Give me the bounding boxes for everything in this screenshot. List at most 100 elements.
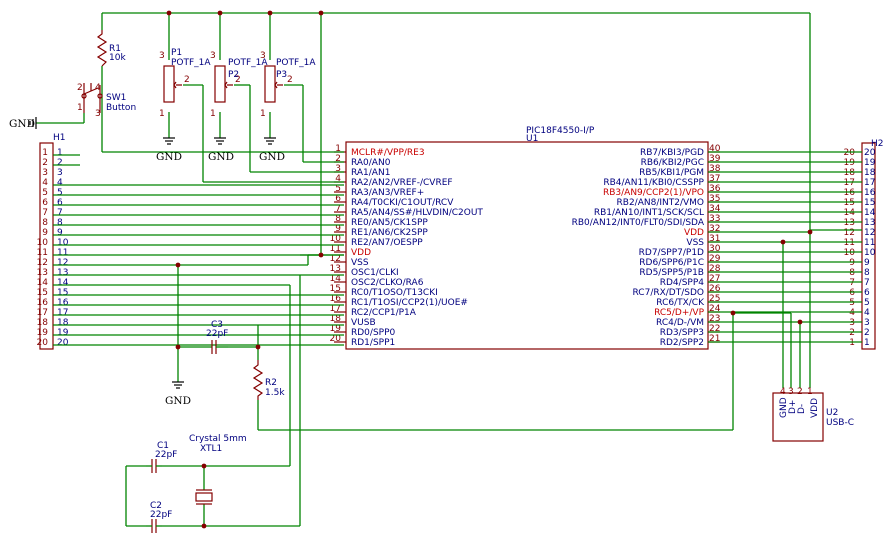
u1-pin-number: 2 <box>335 154 341 164</box>
sw1-pin1: 1 <box>77 103 83 113</box>
gnd-pot2-label: GND <box>208 151 234 163</box>
u1-pin-number: 19 <box>330 324 342 334</box>
gnd-pot3: GND <box>259 137 285 163</box>
u1-pin-name: RE0/AN5/CK1SPP <box>351 218 428 228</box>
u1-pin-name: RD1/SPP1 <box>351 338 395 348</box>
top-rail-wires <box>101 12 862 256</box>
u2-usb-c: 4 3 2 1 GND D+ D- VDD U2 USB-C <box>772 387 854 442</box>
u1-h2-wires <box>708 151 862 388</box>
h2-pin-number-outer: 12 <box>844 228 855 238</box>
h1-pin-number-outer: 6 <box>42 198 48 208</box>
u1-pin-name: RC1/T1OSI/CCP2(1)/UOE# <box>351 298 468 308</box>
r2-ref: R2 <box>265 378 277 388</box>
u1-pin-name: RC2/CCP1/P1A <box>351 308 417 318</box>
c3-value: 22pF <box>206 329 228 339</box>
h1-pin-number-inner: 7 <box>57 208 63 218</box>
h2-pin-number-outer: 20 <box>844 148 856 158</box>
h2-body <box>861 142 876 350</box>
p1-pin2: 2 <box>184 75 190 85</box>
u1-pin-number: 33 <box>709 214 720 224</box>
u1-pin-name: VUSB <box>351 318 376 328</box>
u1-pin-name: RA4/T0CKI/C1OUT/RCV <box>351 198 454 208</box>
h1-pin-number-outer: 7 <box>42 208 48 218</box>
h1-pin-number-outer: 13 <box>37 268 48 278</box>
h2-pin-number-outer: 14 <box>844 208 856 218</box>
u1-pin-number: 6 <box>335 194 341 204</box>
u1-pin-number: 3 <box>335 164 341 174</box>
h1-pin-number-outer: 10 <box>37 238 49 248</box>
u1-pin-number: 24 <box>709 304 721 314</box>
h2-pin-number-inner: 9 <box>864 258 870 268</box>
pot-p1: 3 1 2 P1 POTF_1A <box>159 48 211 119</box>
h1-pin-number-outer: 1 <box>42 148 48 158</box>
h1-pin-number-outer: 3 <box>42 168 48 178</box>
h1-ref: H1 <box>53 133 66 143</box>
h2-ref: H2 <box>871 139 884 149</box>
sw1-value: Button <box>106 103 136 113</box>
u1-pin-name: RA2/AN2/VREF-/CVREF <box>351 178 453 188</box>
h2-pin-number-inner: 18 <box>864 168 876 178</box>
h1-pin-number-outer: 11 <box>37 248 48 258</box>
h2-pin-number-outer: 9 <box>849 258 855 268</box>
xtl1-value: Crystal 5mm <box>189 434 247 444</box>
h1-pin-number-inner: 13 <box>57 268 68 278</box>
u2-dminus-label: D- <box>797 404 807 414</box>
u1-body <box>345 141 709 350</box>
h2-pin-number-inner: 20 <box>864 148 876 158</box>
u1-pin-number: 22 <box>709 324 720 334</box>
sw1-button: 2 1 4 3 SW1 Button GND <box>9 83 136 130</box>
h2-pin-number-outer: 18 <box>844 168 856 178</box>
u1-pin-number: 21 <box>709 334 720 344</box>
r1-resistor: R1 10k <box>96 30 126 67</box>
h1-pin-number-outer: 2 <box>42 158 48 168</box>
h1-pin-number-outer: 19 <box>37 328 49 338</box>
h2-pin-number-inner: 12 <box>864 228 875 238</box>
h2-pin-number-inner: 16 <box>864 188 876 198</box>
u1-pin-number: 36 <box>709 184 721 194</box>
u2-pin1: 1 <box>807 387 813 397</box>
r2-resistor: R2 1.5k <box>252 360 285 400</box>
c2-ref: C2 <box>150 501 162 511</box>
u1-pin-number: 12 <box>330 254 341 264</box>
h2-pin-number-inner: 11 <box>864 238 875 248</box>
p3-pin1: 1 <box>260 109 266 119</box>
u1-pin-name: RB5/KBI1/PGM <box>639 168 704 178</box>
u1-pin-number: 18 <box>330 314 342 324</box>
u1-pin-number: 38 <box>709 164 721 174</box>
u2-pin3: 3 <box>788 387 794 397</box>
h1-pin-number-inner: 20 <box>57 338 69 348</box>
u1-pin-name: RC0/T1OSO/T13CKI <box>351 288 438 298</box>
u1-right-pins: 40RB7/KBI3/PGD39RB6/KBI2/PGC38RB5/KBI1/P… <box>572 144 721 348</box>
h2-pin-number-outer: 7 <box>849 278 855 288</box>
u2-gnd-label: GND <box>779 397 789 418</box>
u1-pin-name: RB4/AN11/KBI0/CSSPP <box>603 178 704 188</box>
p3-ref: P3 <box>276 70 287 80</box>
u1-pin-number: 34 <box>709 204 721 214</box>
r2-value: 1.5k <box>265 388 285 398</box>
p2-pin1: 1 <box>210 109 216 119</box>
u1-pin-number: 15 <box>330 284 341 294</box>
p2-value: POTF_1A <box>228 58 268 68</box>
u1-pin-name: RB6/KBI2/PGC <box>641 158 704 168</box>
gnd-pot2: GND <box>208 137 234 163</box>
h2-pin-number-inner: 8 <box>864 268 870 278</box>
h2-pin-number-outer: 11 <box>844 238 855 248</box>
c3-ref: C3 <box>211 320 223 330</box>
pot-ground-wires <box>168 112 271 138</box>
pot-p3: 3 1 2 P3 POTF_1A <box>260 51 316 119</box>
h1-pin-number-inner: 3 <box>57 168 63 178</box>
h2-pin-number-inner: 10 <box>864 248 876 258</box>
u1-pin-name: RD4/SPP4 <box>660 278 705 288</box>
u1-pin-number: 13 <box>330 264 341 274</box>
h1-pin-number-outer: 18 <box>37 318 49 328</box>
h1-body <box>39 142 54 350</box>
p1-value: POTF_1A <box>171 58 211 68</box>
h1-pin-number-inner: 11 <box>57 248 68 258</box>
u1-pin-name: VSS <box>351 258 369 268</box>
p1-pin1: 1 <box>159 109 165 119</box>
u1-pin-number: 20 <box>330 334 342 344</box>
u1-pin-name: RD6/SPP6/P1C <box>639 258 704 268</box>
u1-pin-number: 17 <box>330 304 341 314</box>
u1-value: PIC18F4550-I/P <box>526 126 595 136</box>
